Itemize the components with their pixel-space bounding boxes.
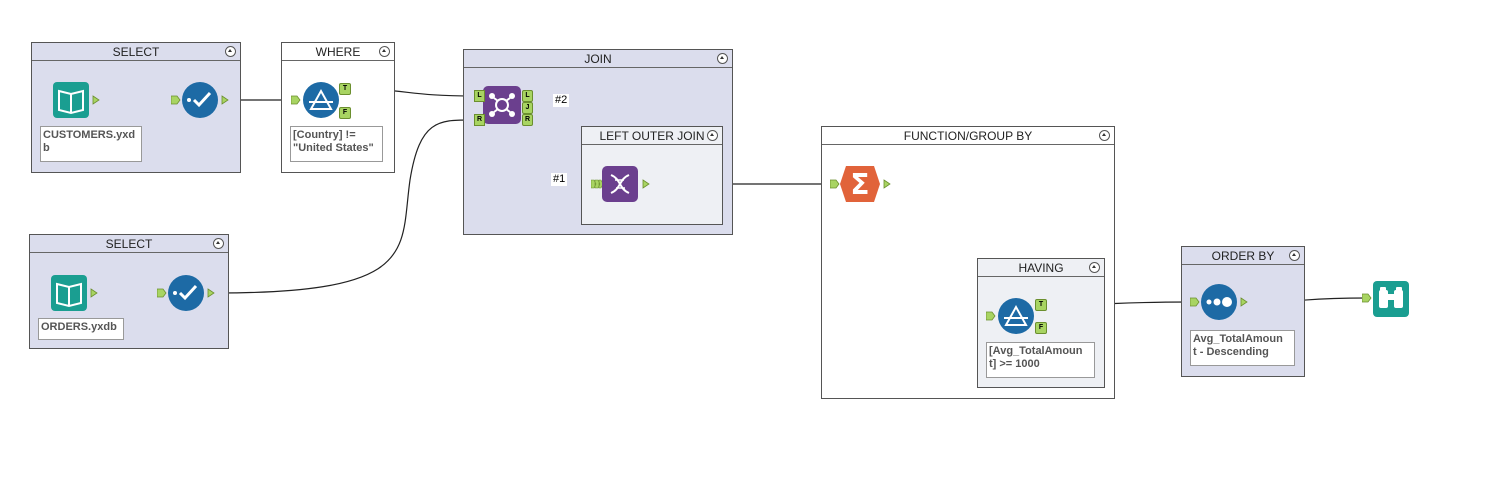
output-anchor-icon: [883, 179, 891, 189]
anchor-label: F: [1038, 324, 1044, 331]
container-title: ORDER BY: [1211, 249, 1275, 263]
summarize-tool[interactable]: Σ: [830, 166, 892, 204]
container-title: SELECT: [105, 237, 153, 251]
having-false-anchor[interactable]: F: [1035, 322, 1047, 334]
input-anchor-icon: [171, 95, 181, 105]
anchor-label: J: [525, 104, 530, 111]
collapse-icon[interactable]: [1289, 250, 1300, 261]
input-anchor-icon: [291, 95, 301, 105]
container-title: FUNCTION/GROUP BY: [903, 129, 1033, 143]
wire-orders-select-to-join-right: [216, 119, 475, 294]
connection-tag-2: #2: [553, 94, 570, 107]
filter-false-anchor[interactable]: F: [339, 107, 351, 119]
collapse-icon[interactable]: [707, 130, 718, 141]
svg-text:Σ: Σ: [850, 168, 869, 201]
collapse-icon[interactable]: [379, 46, 390, 57]
output-anchor-icon: [207, 288, 215, 298]
connection-tag-1: #1: [551, 173, 568, 186]
container-title: LEFT OUTER JOIN: [599, 129, 705, 143]
output-anchor-icon: [92, 95, 100, 105]
collapse-icon[interactable]: [213, 238, 224, 249]
join-left-output-anchor[interactable]: L: [522, 90, 533, 102]
multi-input-anchor-icon: [591, 179, 604, 189]
join-left-input-anchor[interactable]: L: [474, 90, 485, 102]
input-anchor-icon: [1190, 297, 1200, 307]
filter-tool-where[interactable]: [291, 80, 353, 120]
anchor-label: L: [477, 92, 482, 99]
collapse-icon[interactable]: [1099, 130, 1110, 141]
select-tool-orders[interactable]: [157, 275, 219, 313]
annotation-having: [Avg_TotalAmoun t] >= 1000: [986, 342, 1095, 378]
container-title: JOIN: [584, 52, 612, 66]
union-tool[interactable]: [591, 165, 653, 205]
binoculars-icon: [1379, 287, 1403, 308]
filter-tool-having[interactable]: [986, 296, 1048, 336]
having-true-anchor[interactable]: T: [1035, 299, 1047, 311]
join-right-input-anchor[interactable]: R: [474, 114, 485, 126]
collapse-icon[interactable]: [1089, 262, 1100, 273]
anchor-label: T: [1038, 301, 1044, 308]
join-tool[interactable]: [473, 84, 523, 128]
anchor-label: T: [342, 85, 348, 92]
join-right-output-anchor[interactable]: R: [522, 114, 533, 126]
annotation-where: [Country] != "United States": [290, 126, 383, 162]
anchor-label: R: [476, 116, 483, 123]
input-data-customers-tool[interactable]: [53, 82, 101, 120]
select-tool-customers[interactable]: [171, 82, 233, 120]
anchor-label: F: [342, 109, 348, 116]
output-anchor-icon: [90, 288, 98, 298]
filter-true-anchor[interactable]: T: [339, 83, 351, 95]
input-data-orders-tool[interactable]: [51, 275, 99, 313]
output-anchor-icon: [642, 179, 650, 189]
input-anchor-icon: [986, 311, 996, 321]
container-title: WHERE: [315, 45, 361, 59]
container-title: SELECT: [112, 45, 160, 59]
output-anchor-icon: [221, 95, 229, 105]
input-anchor-icon: [1362, 293, 1372, 303]
annotation-orders: ORDERS.yxdb: [38, 318, 124, 340]
join-join-output-anchor[interactable]: J: [522, 102, 533, 114]
browse-tool[interactable]: [1362, 281, 1412, 319]
container-title: HAVING: [1018, 261, 1064, 275]
annotation-order-by: Avg_TotalAmoun t - Descending: [1190, 330, 1295, 366]
input-anchor-icon: [830, 179, 840, 189]
input-anchor-icon: [157, 288, 167, 298]
annotation-customers: CUSTOMERS.yxd b: [40, 126, 142, 162]
collapse-icon[interactable]: [717, 53, 728, 64]
anchor-label: L: [525, 92, 530, 99]
anchor-label: R: [524, 116, 531, 123]
sort-tool[interactable]: [1190, 284, 1252, 322]
collapse-icon[interactable]: [225, 46, 236, 57]
output-anchor-icon: [1240, 297, 1248, 307]
